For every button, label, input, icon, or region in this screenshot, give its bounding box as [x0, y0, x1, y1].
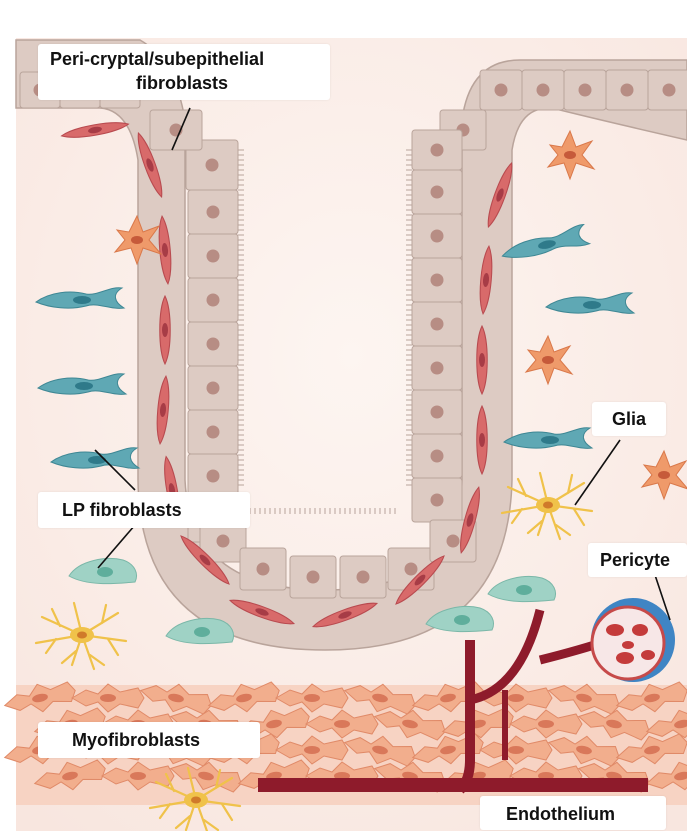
epithelial-cell: [412, 170, 462, 214]
epithelial-cell: [290, 556, 336, 598]
label-pericryptal-line2: fibroblasts: [136, 72, 228, 94]
label-lp-fibroblasts: LP fibroblasts: [62, 499, 182, 521]
epithelial-cell: [412, 130, 462, 170]
epithelial-cell: [412, 434, 462, 478]
epithelial-cell: [188, 278, 238, 322]
epithelial-cell: [188, 410, 238, 454]
epithelial-cell: [188, 234, 238, 278]
epithelial-cell: [648, 70, 687, 110]
epithelial-cell: [564, 70, 606, 110]
label-glia: Glia: [612, 408, 646, 430]
epithelial-cell: [480, 70, 522, 110]
label-pericryptal-line1: Peri-cryptal/subepithelial: [50, 48, 264, 70]
epithelial-cell: [412, 214, 462, 258]
epithelial-cell: [606, 70, 648, 110]
epithelial-cell: [522, 70, 564, 110]
subepithelial-fibroblast: [477, 406, 488, 474]
epithelial-cell: [188, 190, 238, 234]
epithelial-cell: [412, 346, 462, 390]
epithelial-cell: [188, 322, 238, 366]
epithelial-cell: [412, 390, 462, 434]
epithelial-cell: [412, 258, 462, 302]
epithelial-cell: [412, 302, 462, 346]
subepithelial-fibroblast: [160, 296, 171, 364]
epithelial-cell: [150, 110, 202, 150]
pericyte-vessel: [591, 598, 675, 682]
epithelial-cell: [412, 478, 462, 522]
epithelial-cell: [188, 366, 238, 410]
label-myofibroblasts: Myofibroblasts: [72, 729, 200, 751]
subepithelial-fibroblast: [477, 326, 488, 394]
label-endothelium: Endothelium: [506, 803, 615, 825]
epithelial-cell: [240, 548, 286, 590]
epithelial-cell: [340, 556, 386, 598]
label-pericyte: Pericyte: [600, 549, 670, 571]
